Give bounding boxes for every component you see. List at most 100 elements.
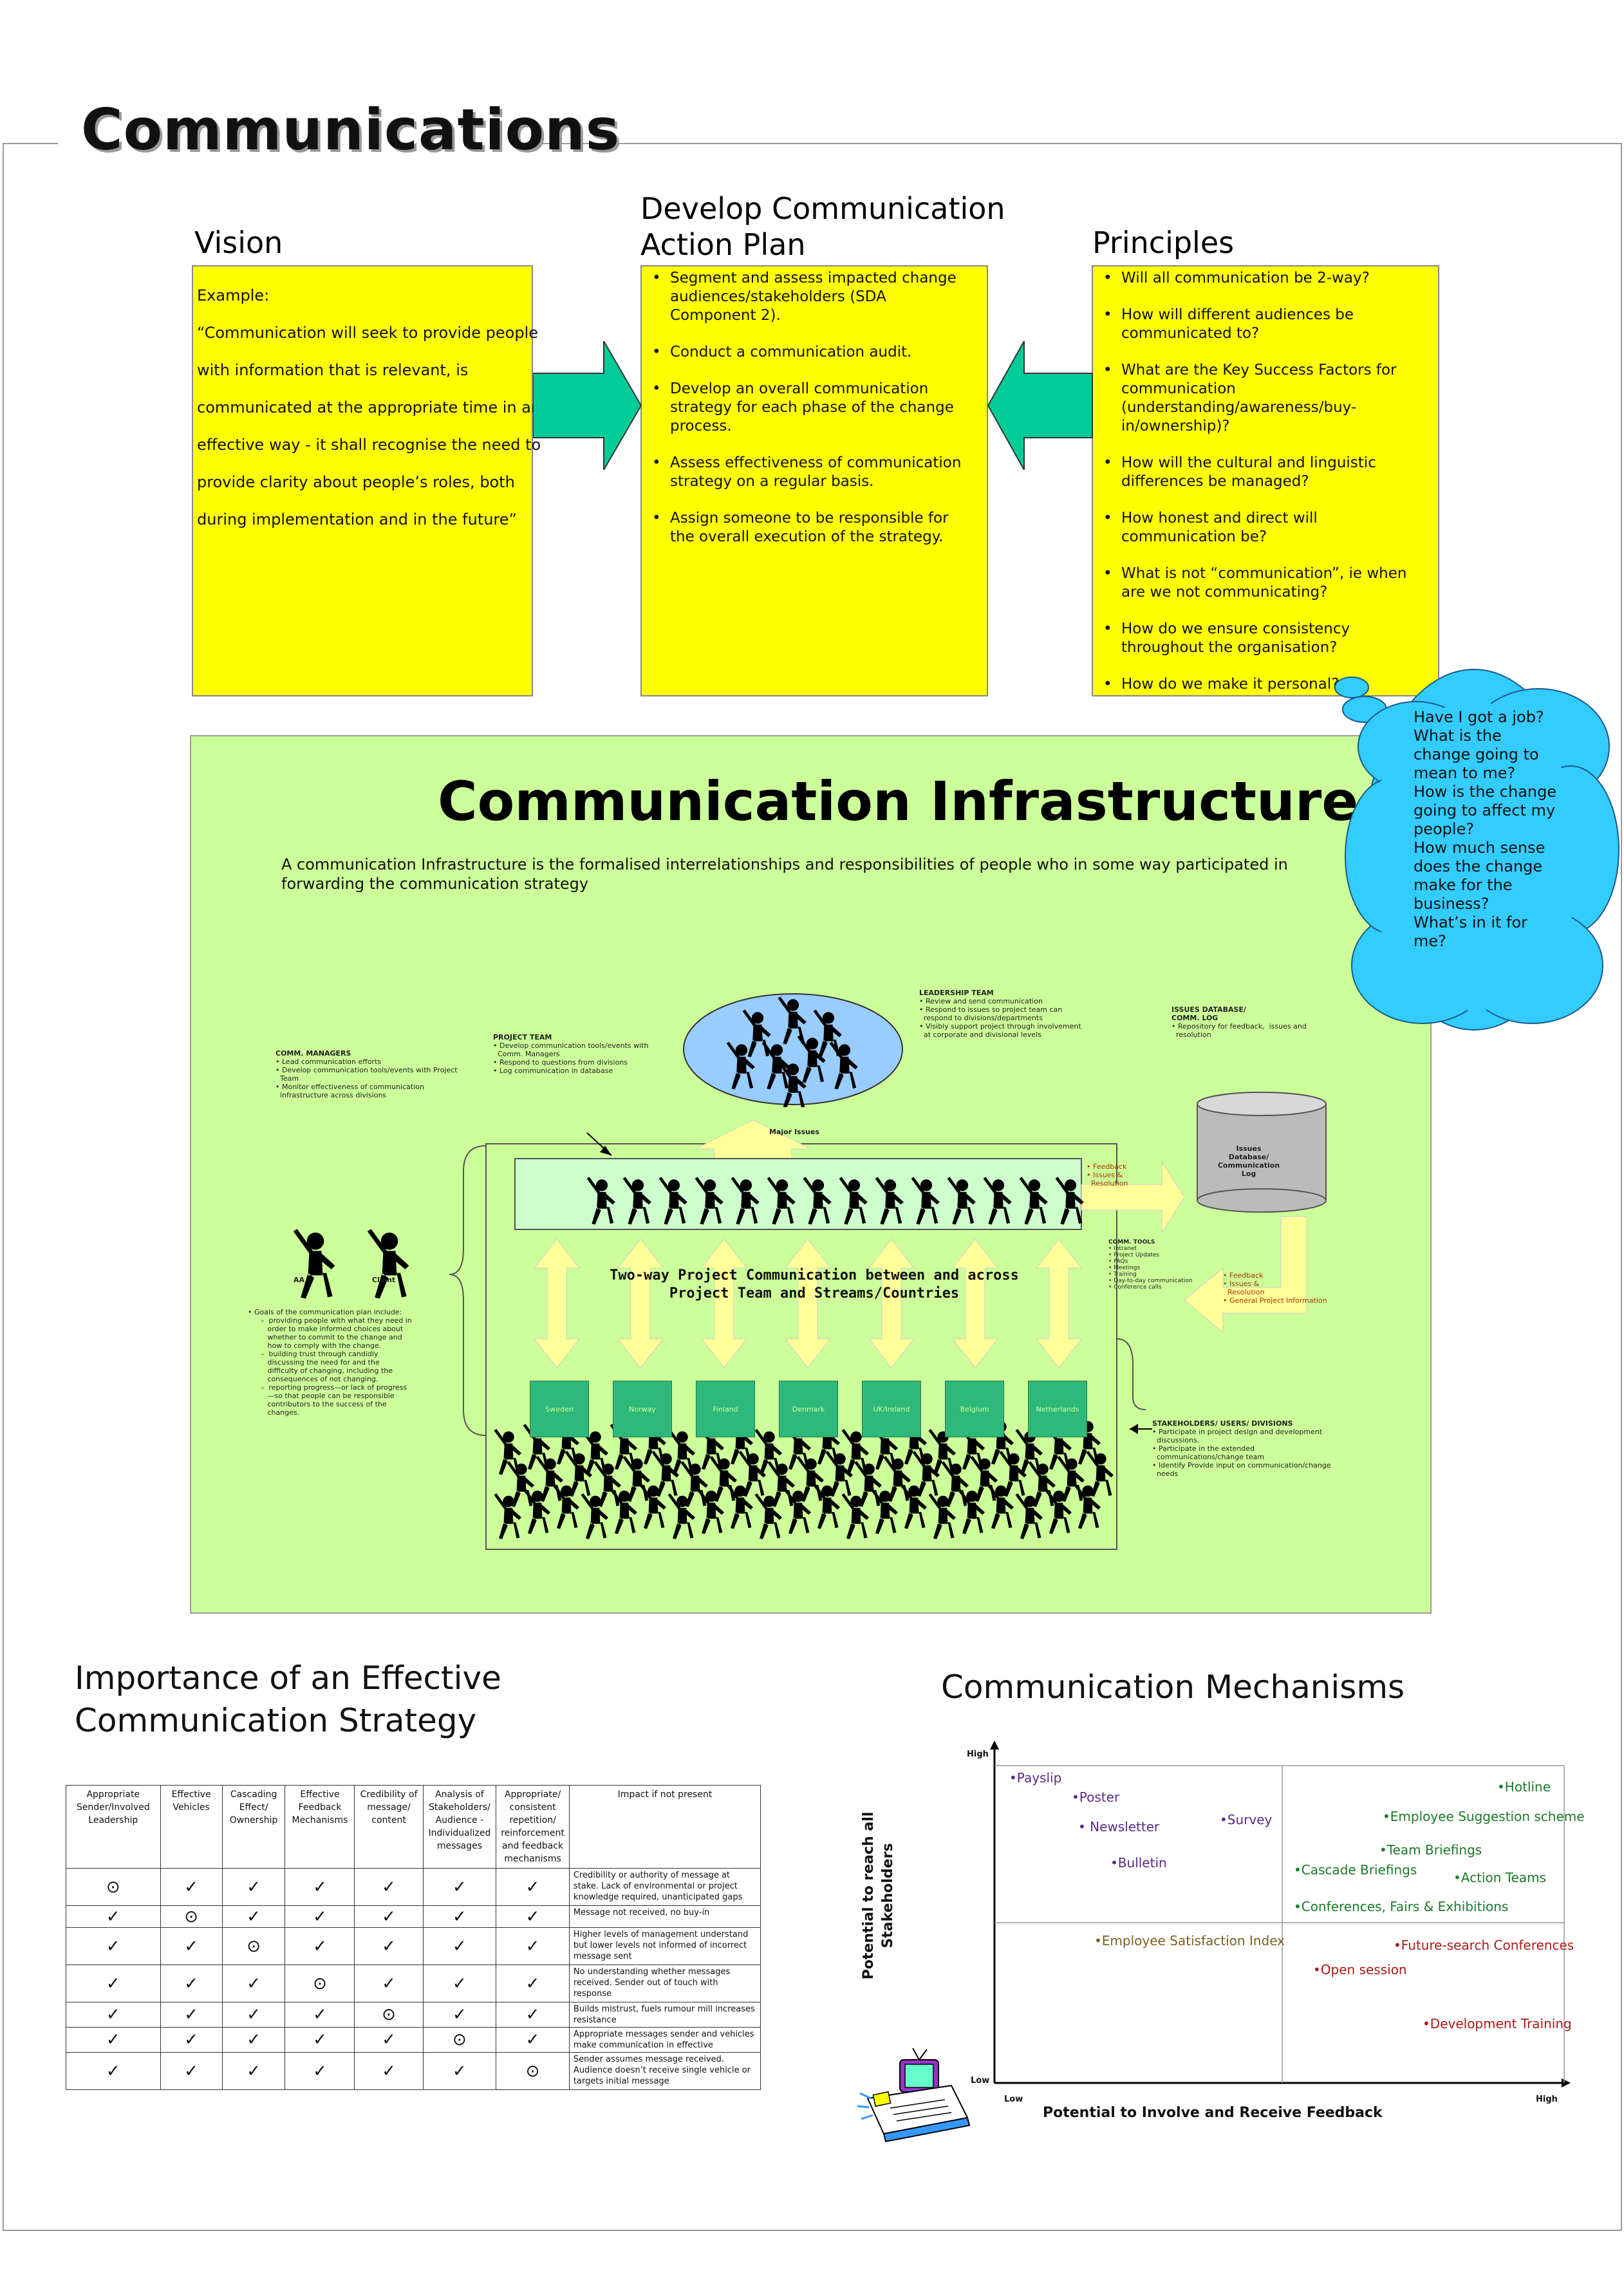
check-icon: ✓: [66, 2052, 161, 2090]
check-icon: ✓: [422, 1965, 497, 2002]
missing-factor-icon: ⊙: [354, 2002, 424, 2028]
check-icon: ✓: [422, 2002, 497, 2028]
person-figure-icon: [778, 1061, 807, 1107]
comm-managers-item: Team: [275, 1074, 299, 1083]
goal-item: – reporting progress—or lack of progress: [261, 1383, 407, 1392]
importance-impact-text: Higher levels of management understand b…: [568, 1927, 761, 1965]
vision-line: provide clarity about people’s roles, bo…: [197, 473, 515, 491]
thought-cloud-line: going to affect my: [1414, 801, 1556, 819]
person-figure-icon: [947, 1177, 976, 1225]
check-icon: ✓: [354, 1868, 424, 1906]
person-figure-icon: [1073, 1483, 1101, 1529]
vision-heading: Vision: [194, 225, 283, 260]
principle-item: How will the cultural and linguistic dif…: [1103, 454, 1428, 491]
mechanism-item: •Team Briefings: [1379, 1842, 1482, 1858]
check-icon: ✓: [496, 1905, 570, 1928]
mechanism-item: •Payslip: [1009, 1770, 1062, 1786]
stakeholders-title: STAKEHOLDERS/ USERS/ DIVISIONS: [1152, 1419, 1293, 1428]
comm-tools-item: • FAQs: [1108, 1258, 1128, 1265]
mechanism-item: •Bulletin: [1110, 1855, 1167, 1871]
person-figure-icon: [651, 1451, 679, 1497]
check-icon: ✓: [160, 2002, 223, 2028]
country-box: UK/Ireland: [862, 1381, 921, 1437]
check-icon: ✓: [422, 2052, 497, 2090]
person-figure-icon: [899, 1483, 927, 1529]
person-figure-icon: [829, 1041, 858, 1090]
check-icon: ✓: [66, 1927, 161, 1965]
frame-title-gap: [58, 136, 515, 149]
importance-heading: Importance of an Effective Communication…: [75, 1657, 501, 1742]
thought-cloud-line: change going to: [1414, 745, 1539, 763]
mechanism-item: • Newsletter: [1078, 1819, 1160, 1834]
mechanism-item: •Survey: [1220, 1812, 1273, 1827]
two-way-arrow: [533, 1238, 581, 1368]
mechanism-item: •Conferences, Fairs & Exhibitions: [1294, 1899, 1509, 1914]
client-label: Client: [372, 1276, 396, 1284]
issues-db-title-1: ISSUES DATABASE/: [1171, 1005, 1246, 1014]
person-figure-icon: [581, 1429, 608, 1475]
importance-row: ⊙✓✓✓✓✓✓Credibility or authority of messa…: [66, 1868, 761, 1906]
check-icon: ✓: [221, 1905, 286, 1928]
mechanisms-heading: Communication Mechanisms: [941, 1668, 1405, 1706]
check-icon: ✓: [285, 2002, 355, 2028]
page-frame: [3, 143, 1622, 2231]
stakeholders-items: • Participate in project design and deve…: [1152, 1428, 1345, 1478]
mechanism-item: •Open session: [1313, 1962, 1407, 1977]
person-figure-icon: [610, 1488, 637, 1535]
mechanism-item: •Development Training: [1423, 2016, 1572, 2031]
y-axis-label-line1: Potential to reach all: [861, 1811, 877, 1980]
check-icon: ✓: [221, 2052, 286, 2090]
importance-column-header: Effective Feedback Mechanisms: [285, 1785, 355, 1869]
importance-column-header: Appropriate Sender/Involved Leadership: [66, 1785, 161, 1869]
missing-factor-icon: ⊙: [285, 1965, 355, 2002]
person-figure-icon: [803, 1177, 832, 1225]
comm-tools-notes: COMM. TOOLS • Intranet• Project Updates•…: [1108, 1239, 1193, 1291]
importance-column-header: Analysis of Stakeholders/ Audience - Ind…: [422, 1785, 497, 1869]
issues-db-items: • Repository for feedback, issues and re…: [1171, 1022, 1326, 1039]
check-icon: ✓: [354, 2027, 424, 2053]
missing-factor-icon: ⊙: [221, 1927, 286, 1965]
check-icon: ✓: [285, 2027, 355, 2053]
check-icon: ✓: [66, 1965, 161, 2002]
goal-item: consequences of not changing.: [261, 1375, 378, 1383]
importance-column-header: Cascading Effect/ Ownership: [221, 1785, 286, 1869]
stakeholders-item: • Participate in the extended: [1152, 1444, 1255, 1453]
person-figure-icon: [293, 1229, 335, 1299]
comm-managers-item: • Develop communication tools/events wit…: [275, 1066, 458, 1074]
thought-cloud-line: me?: [1414, 932, 1446, 950]
person-figure-icon: [839, 1177, 868, 1225]
comm-managers-item: infrastructure across divisions: [275, 1091, 387, 1099]
comm-tools-items: • Intranet• Project Updates• FAQs• Meeti…: [1108, 1246, 1193, 1291]
check-icon: ✓: [221, 1868, 286, 1906]
goal-item: – building trust through candidly: [261, 1350, 378, 1358]
check-icon: ✓: [354, 1927, 424, 1965]
project-team-item: • Respond to questions from divisions: [493, 1058, 628, 1067]
person-figure-icon: [911, 1177, 940, 1225]
feedback-top-notes: • Feedback• Issues & Resolution: [1087, 1162, 1128, 1188]
check-icon: ✓: [66, 2002, 161, 2028]
goal-item: how to comply with the change.: [261, 1341, 382, 1350]
mechanism-item: •Poster: [1072, 1789, 1120, 1805]
project-team-item: Comm. Managers: [493, 1050, 560, 1058]
person-figure-icon: [983, 1177, 1012, 1225]
country-box: Belgium: [945, 1381, 1004, 1437]
mechanism-item: •Employee Satisfaction Index: [1094, 1933, 1285, 1948]
person-figure-icon: [754, 1493, 782, 1540]
goal-item: discussing the need for and the: [261, 1358, 380, 1367]
goal-item: changes.: [261, 1408, 300, 1417]
person-figure-icon: [726, 1041, 755, 1090]
comm-managers-title: COMM. MANAGERS: [275, 1049, 351, 1058]
person-figure-icon: [565, 1451, 592, 1497]
project-team-notes: PROJECT TEAM • Develop communication too…: [493, 1033, 667, 1075]
importance-table-body: ⊙✓✓✓✓✓✓Credibility or authority of messa…: [66, 1868, 761, 2090]
principles-list: Will all communication be 2-way?How will…: [1093, 266, 1438, 694]
person-figure-icon: [586, 1177, 615, 1225]
thought-cloud: [1334, 669, 1619, 1031]
person-figure-icon: [870, 1488, 898, 1535]
leadership-team-item: • Visibly support project through involv…: [919, 1022, 1081, 1031]
feedback-top-line: • Issues &: [1087, 1171, 1123, 1179]
person-figure-icon: [523, 1488, 550, 1535]
feedback-top-line: • Feedback: [1087, 1162, 1127, 1171]
leadership-team-item: at corporate and divisional levels: [919, 1031, 1041, 1039]
